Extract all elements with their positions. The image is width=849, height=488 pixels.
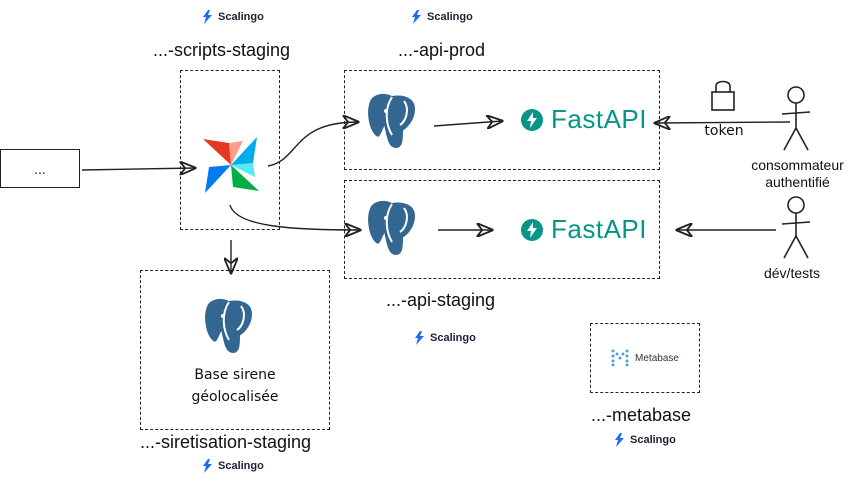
lock-icon (711, 80, 735, 111)
scalingo-icon (415, 331, 424, 345)
scalingo-badge-metabase: Scalingo (614, 433, 676, 447)
app-label-metabase: ...-metabase (591, 405, 692, 425)
scripts-staging-box (180, 70, 280, 230)
scalingo-badge-scripts: Scalingo (202, 10, 264, 24)
arrow-source-to-airflow (81, 168, 195, 170)
metabase-box: Metabase (590, 323, 700, 393)
person-icon (781, 196, 811, 259)
arrow-consumer-to-prod-api (655, 122, 791, 123)
fastapi-prod: FastAPI (521, 104, 647, 135)
postgres-icon (366, 91, 418, 151)
person-icon (781, 86, 811, 151)
app-label-api-staging: ...-api-staging (386, 290, 496, 310)
metabase-icon (611, 349, 629, 367)
db-caption: Base sirene géolocalisée (191, 367, 279, 405)
scalingo-icon (412, 10, 421, 24)
source-box-label: ... (34, 160, 46, 177)
fastapi-icon (521, 108, 543, 131)
scalingo-icon (203, 459, 212, 473)
fastapi-icon (521, 218, 543, 241)
airflow-icon (203, 137, 259, 193)
scalingo-badge-api-staging: Scalingo (414, 331, 476, 345)
scalingo-badge-siretisation: Scalingo (202, 459, 264, 473)
token-label: token (704, 123, 744, 139)
app-label-scripts: ...-scripts-staging (153, 40, 291, 60)
source-box: ... (0, 149, 80, 188)
scalingo-icon (203, 10, 212, 24)
arrow-prod-db-to-api (433, 121, 502, 126)
app-label-siretisation: ...-siretisation-staging (140, 432, 312, 452)
scalingo-icon (615, 433, 624, 447)
postgres-icon (203, 296, 255, 356)
arrow-airflow-to-staging-db (229, 204, 360, 230)
scalingo-badge-api-prod: Scalingo (411, 10, 473, 24)
postgres-icon (366, 198, 418, 258)
dev-label: dév/tests (763, 265, 821, 281)
fastapi-staging: FastAPI (521, 214, 647, 245)
arrow-airflow-to-prod-db (267, 122, 358, 167)
consumer-label: consommateur authentifié (751, 157, 844, 190)
app-label-api-prod: ...-api-prod (398, 40, 486, 60)
